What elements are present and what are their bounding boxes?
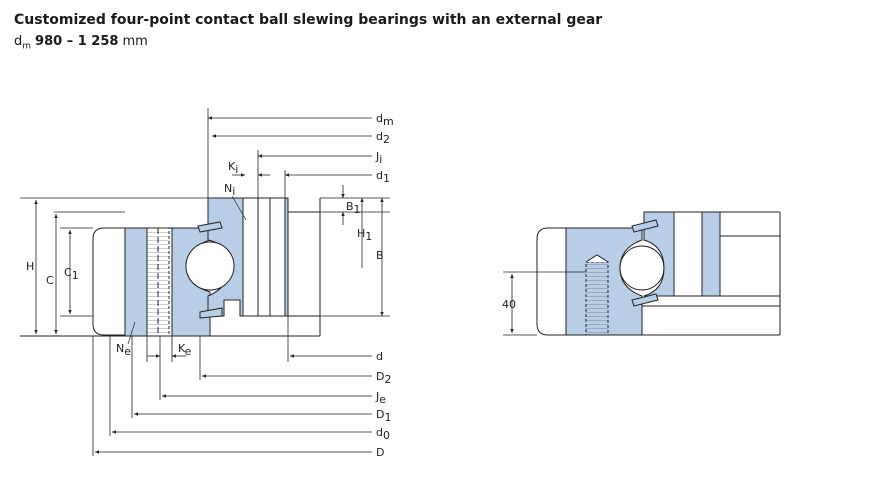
detail-thread-hole: [585, 261, 609, 336]
label-C: C: [46, 274, 54, 287]
ball: [185, 241, 235, 291]
inner-leader-lines: [127, 195, 247, 345]
label-d0: d0: [376, 426, 390, 442]
label-d: d: [376, 350, 383, 363]
labels-bottom: d D2 Je D1 d0 D: [375, 350, 391, 459]
page-title: Customized four-point contact ball slewi…: [14, 12, 603, 28]
label-D1: D1: [376, 408, 391, 424]
label-Ki: Ki: [228, 160, 238, 176]
label-d2: d2: [376, 130, 390, 146]
upper-seal: [197, 221, 223, 233]
label-d1: d1: [376, 169, 390, 185]
label-Ne: Ne: [116, 342, 131, 358]
label-H: H: [26, 260, 34, 273]
outer-ring-body: [124, 227, 148, 337]
detail-dimension-value: 40: [502, 298, 516, 311]
label-dm: dm: [376, 112, 394, 128]
label-ji: Ji: [375, 150, 382, 166]
labels-left: H C C1: [26, 260, 79, 287]
labels-right: dm d2 Ji d1 B1 H1 B: [346, 112, 394, 262]
detail-outer-gear: [536, 227, 567, 336]
outer-ring-outline: [92, 227, 126, 336]
dimension-lines-bottom: [92, 316, 372, 456]
inner-ring-bore: [242, 197, 286, 317]
dm-symbol: dm: [14, 34, 32, 52]
label-b: B: [376, 249, 384, 262]
label-Ke: Ke: [178, 342, 192, 358]
detail-upper-seal: [631, 219, 659, 233]
detail-ball: [619, 245, 665, 291]
label-Ni: Ni: [224, 182, 235, 198]
label-Je: Je: [375, 390, 386, 406]
dimension-lines-right: [207, 108, 390, 317]
lower-seal: [199, 307, 223, 319]
label-C1: C1: [64, 266, 79, 282]
label-h1: H1: [357, 227, 372, 243]
label-b1: B1: [346, 200, 361, 216]
dm-unit: mm: [122, 34, 148, 49]
label-D2: D2: [376, 370, 391, 386]
label-D: D: [376, 446, 384, 459]
detail-dimension: [503, 271, 586, 336]
detail-lower-seal: [631, 293, 659, 307]
dimension-lines-left: [20, 197, 208, 334]
labels-inner: Ki Ni Ne Ke: [116, 160, 238, 358]
detail-section: [536, 211, 781, 336]
main-section: [20, 197, 321, 337]
dm-range: 980 – 1 258: [35, 34, 119, 49]
